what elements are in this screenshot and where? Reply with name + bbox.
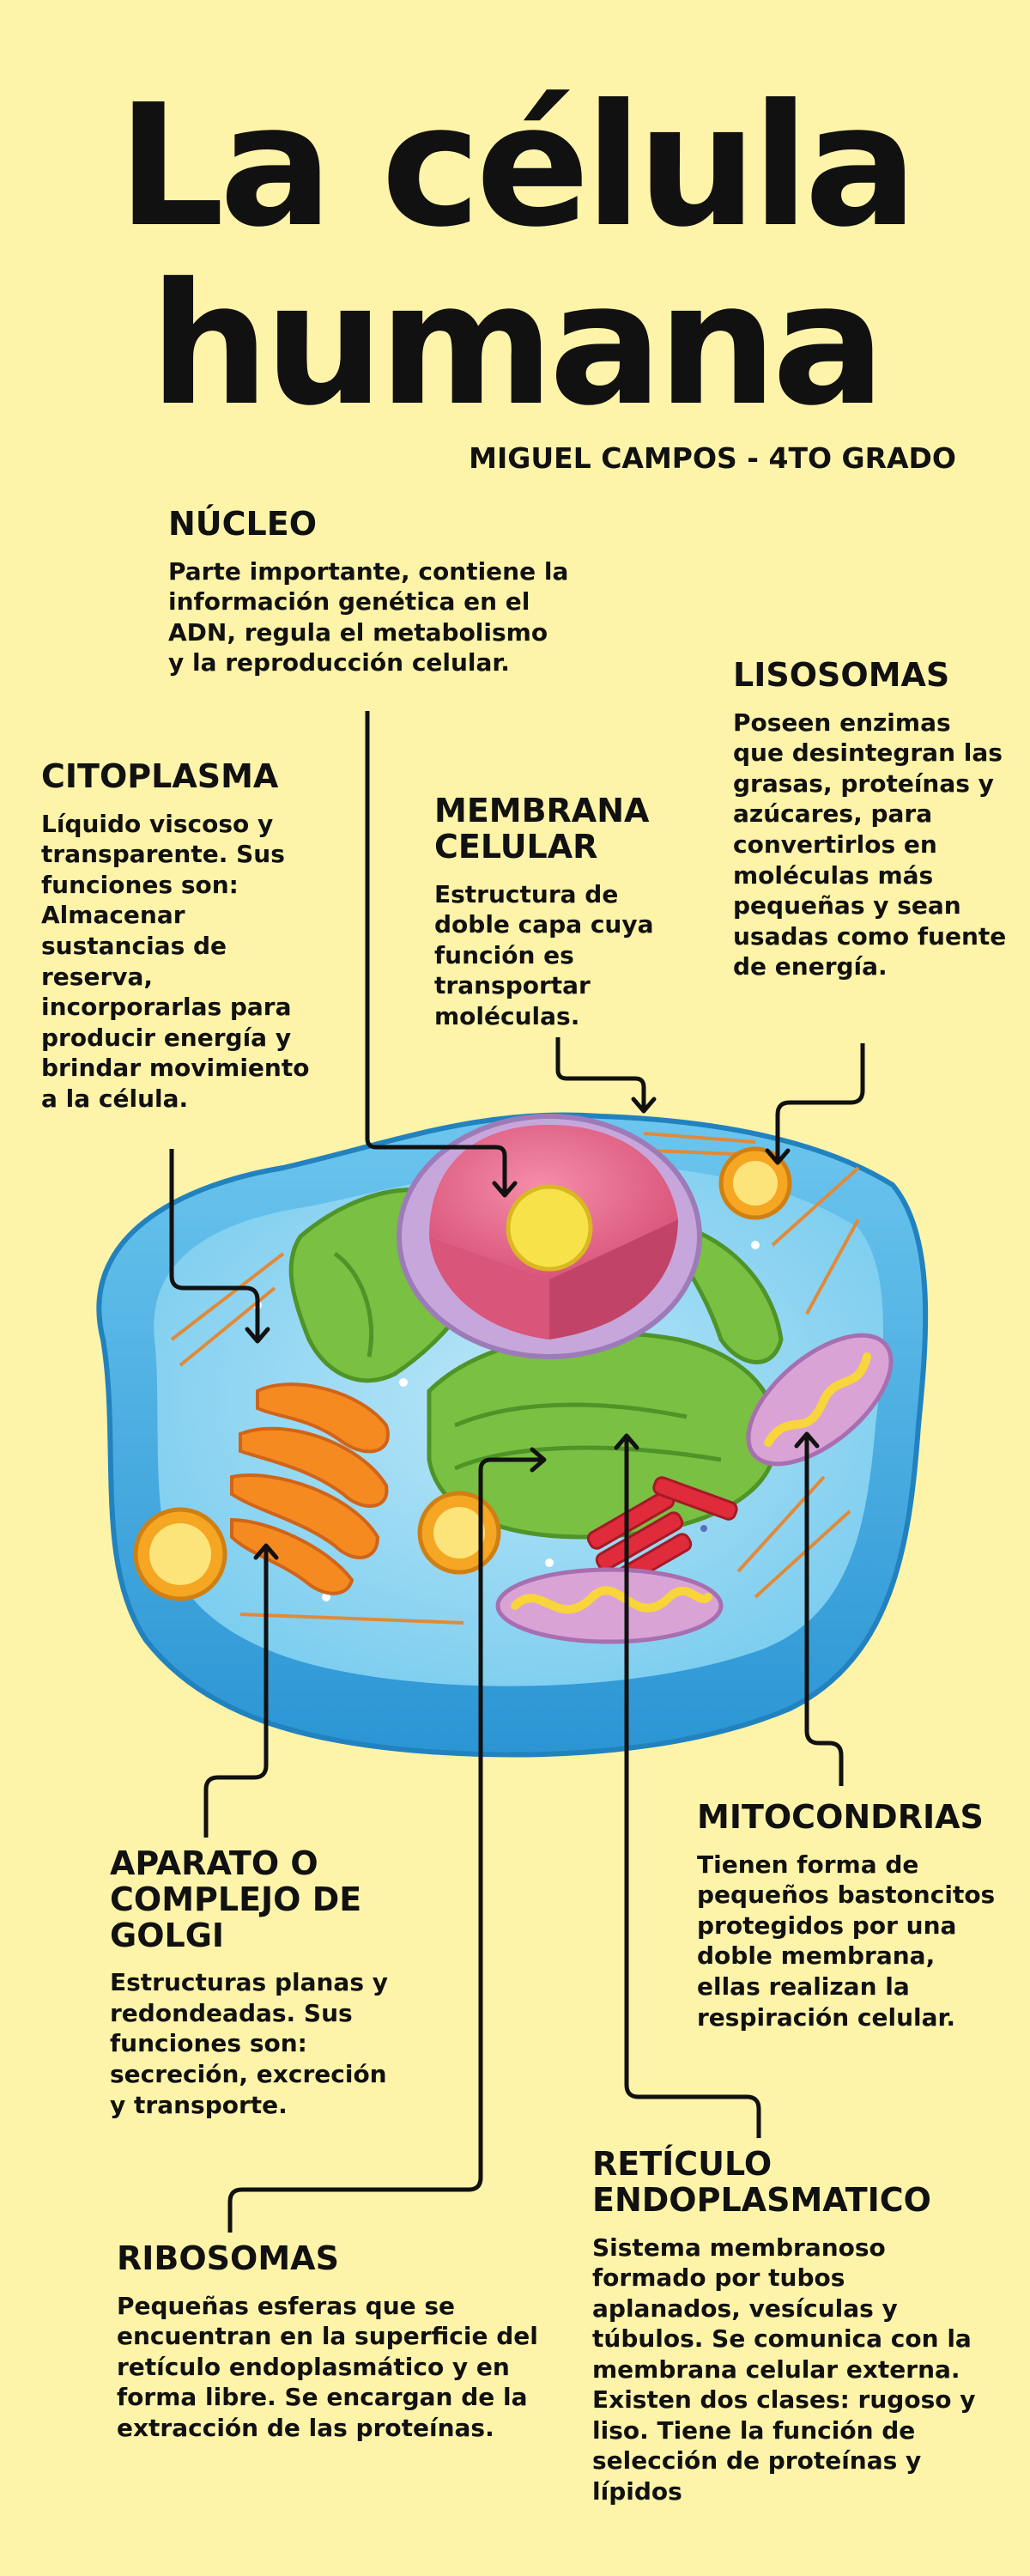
connector-lines	[169, 711, 865, 2233]
label-ribosomas: RIBOSOMAS Pequeñas esferas que se encuen…	[117, 2239, 563, 2444]
label-citoplasma: CITOPLASMA Líquido viscoso y transparent…	[41, 757, 316, 1114]
citoplasma-heading: CITOPLASMA	[41, 757, 279, 795]
mitochondrion-right	[746, 1333, 894, 1467]
page-title-line-2: humana	[149, 247, 885, 443]
membrana-text: Estructura de doble capa cuya función es…	[434, 879, 654, 1030]
nucleus	[397, 1114, 702, 1359]
reticulo-heading: RETÍCULO ENDOPLASMATICO	[592, 2145, 931, 2219]
golgi-text: Estructuras planas y redondeadas. Sus fu…	[110, 1968, 388, 2119]
connector-arrowheads	[245, 1097, 820, 1560]
page-title-line-1: La célula	[117, 69, 918, 264]
membrana-heading: MEMBRANA CELULAR	[434, 792, 650, 866]
ribosomas-text: Pequeñas esferas que se encuentran en la…	[117, 2291, 538, 2442]
label-membrana-celular: MEMBRANA CELULAR Estructura de doble cap…	[434, 793, 683, 1031]
mitocondrias-text: Tienen forma de pequeños bastoncitos pro…	[697, 1850, 996, 2032]
label-lisosomas: LISOSOMAS Poseen enzimas que desintegran…	[733, 656, 1008, 982]
lisosomas-text: Poseen enzimas que desintegran las grasa…	[733, 708, 1007, 981]
vesicle-center	[417, 1491, 501, 1575]
author-credit: MIGUEL CAMPOS - 4TO GRADO	[469, 441, 956, 475]
label-reticulo-endoplasmatico: RETÍCULO ENDOPLASMATICO Sistema membrano…	[592, 2145, 996, 2507]
mitocondrias-heading: MITOCONDRIAS	[697, 1798, 984, 1836]
citoplasma-text: Líquido viscoso y transparente. Sus func…	[41, 809, 310, 1113]
lisosomas-heading: LISOSOMAS	[733, 656, 950, 694]
golgi-apparatus	[230, 1382, 390, 1595]
label-aparato-de-golgi: APARATO O COMPLEJO DE GOLGI Estructuras …	[110, 1844, 410, 2120]
reticulo-text: Sistema membranoso formado por tubos apl…	[592, 2233, 976, 2506]
golgi-heading: APARATO O COMPLEJO DE GOLGI	[110, 1844, 362, 1954]
label-nucleo: NÚCLEO Parte importante, contiene la inf…	[168, 505, 572, 678]
ribosomas-heading: RIBOSOMAS	[117, 2239, 339, 2277]
vesicle-left	[133, 1507, 227, 1601]
lysosome	[718, 1146, 792, 1220]
nucleo-heading: NÚCLEO	[168, 505, 318, 543]
nucleo-text: Parte importante, contiene la informació…	[168, 556, 569, 677]
label-mitocondrias: MITOCONDRIAS Tienen forma de pequeños ba…	[697, 1798, 997, 2032]
mitochondrion-bottom	[495, 1567, 724, 1644]
